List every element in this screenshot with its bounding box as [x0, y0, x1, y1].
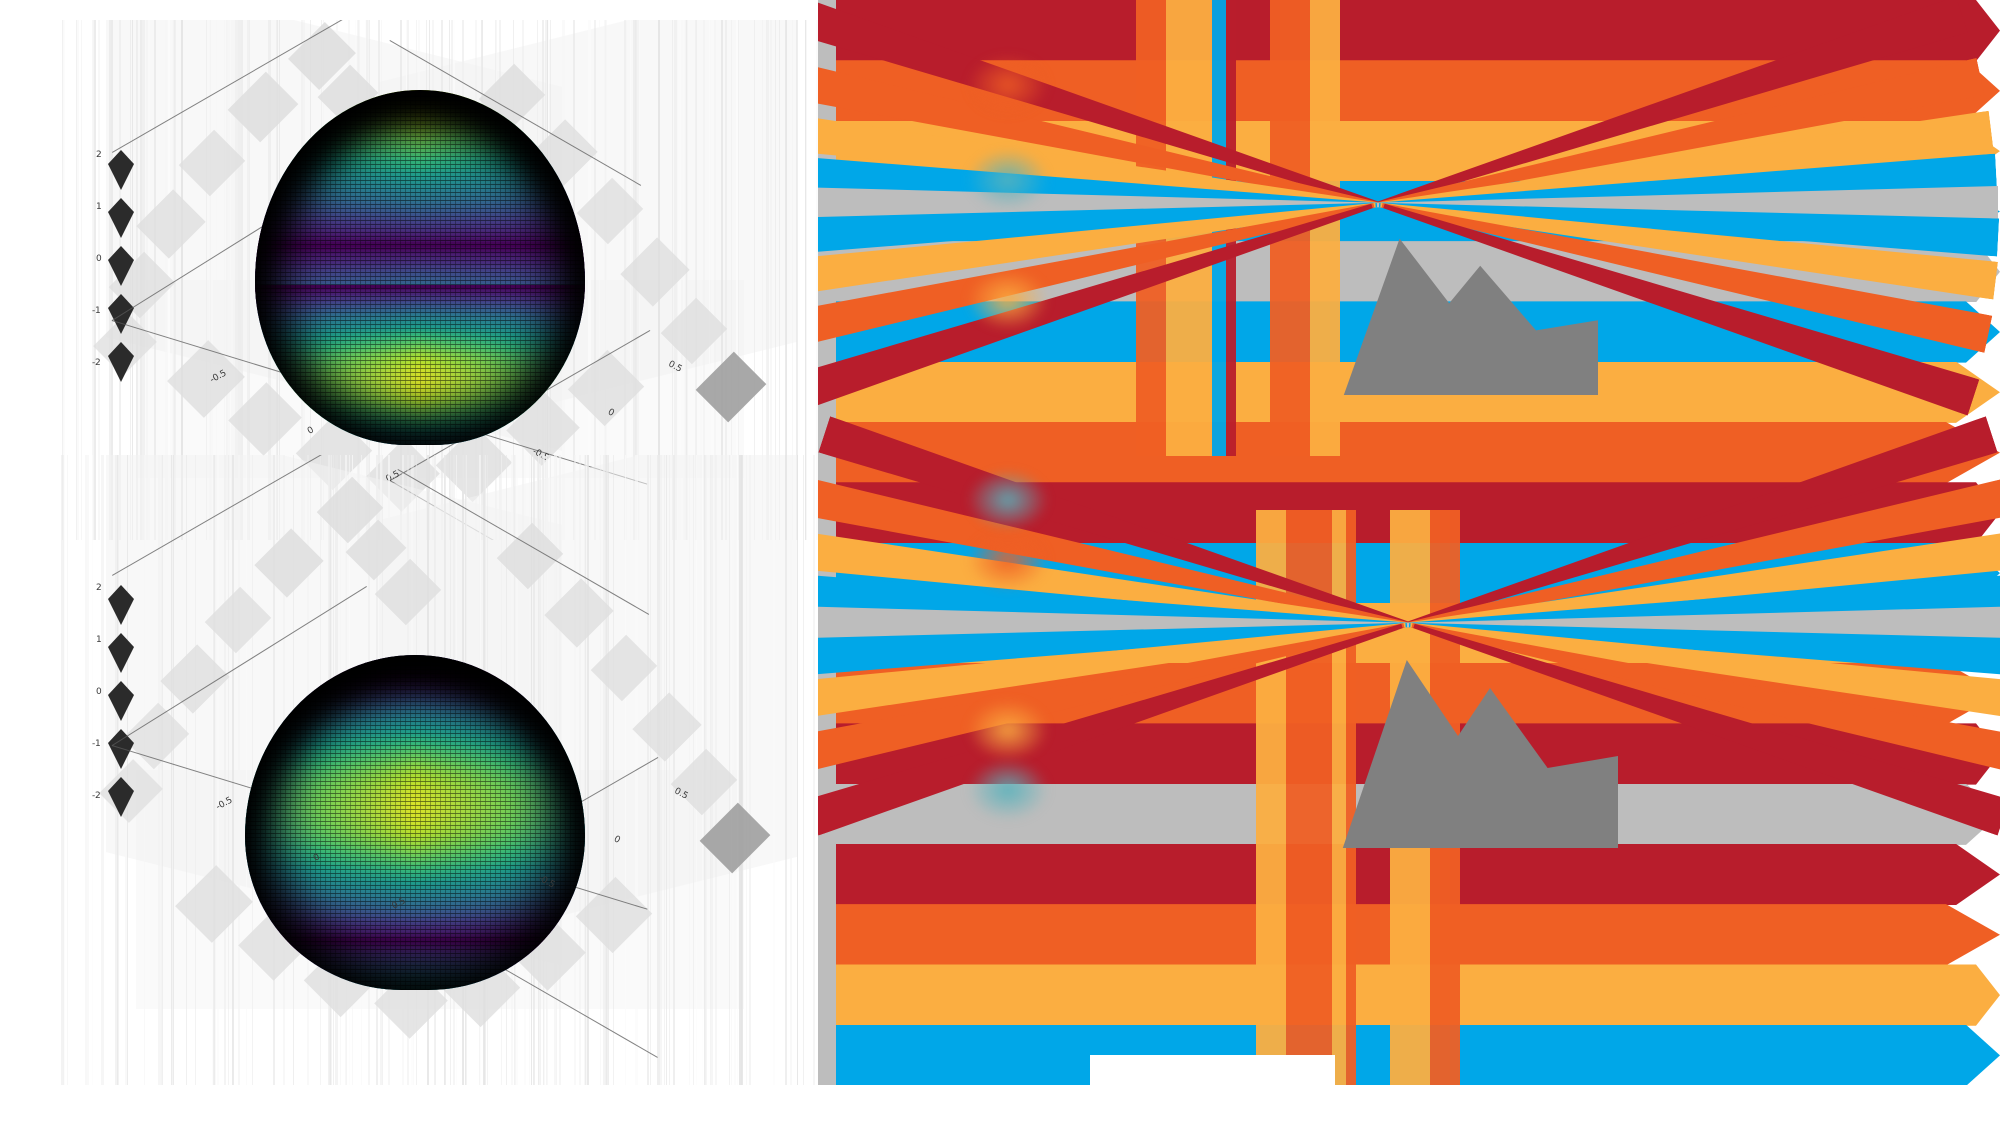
glitch-streak [224, 455, 226, 1085]
surface-mesh [245, 655, 585, 990]
glitch-column [1346, 510, 1356, 1085]
glitch-streak [790, 455, 792, 1085]
glitch-streak [813, 455, 815, 1085]
blend-artifact [968, 700, 1048, 760]
glitch-streak [785, 455, 787, 1085]
glitch-streak [660, 455, 662, 1085]
axis-tick-label: 0 [96, 254, 102, 264]
glitch-streak [102, 455, 103, 1085]
axis-tick-label: 2 [96, 150, 102, 160]
raster-truncation [1090, 1055, 1335, 1085]
axis-tick-label: -1 [92, 306, 101, 316]
glitch-streak [650, 455, 652, 1085]
glitch-streak [737, 455, 738, 1085]
glitch-streak [803, 455, 804, 1085]
blend-artifact [968, 150, 1048, 210]
glitch-streak [217, 455, 220, 1085]
glitch-streak [92, 455, 94, 1085]
blend-artifact [968, 55, 1048, 115]
axis-tick-label: 1 [96, 202, 102, 212]
axis-tick-label: -2 [92, 791, 101, 801]
axis-tick-label: 1 [96, 635, 102, 645]
glitch-streak [61, 455, 64, 1085]
glitch-streak [587, 455, 589, 1085]
blend-artifact [968, 270, 1048, 330]
panel-colour-bands[interactable] [818, 0, 2000, 1085]
glitch-streak [729, 455, 730, 1085]
glitch-streak [228, 455, 229, 1085]
panel-3d-surfaces: 210-1-2-0.500.5-0.500.5 210-1-2-0.500.5-… [0, 0, 818, 1125]
surface-mesh [255, 90, 585, 445]
glitch-streak [600, 455, 601, 1085]
glitch-streak [673, 455, 675, 1085]
glitch-streak [613, 455, 614, 1085]
glitch-streak [797, 455, 798, 1085]
blend-artifact [968, 760, 1048, 820]
axis-tick-label: 2 [96, 583, 102, 593]
axis-tick-label: -2 [92, 358, 101, 368]
glitch-streak [215, 455, 216, 1085]
glitch-streak [625, 455, 626, 1085]
glitch-streak [746, 455, 748, 1085]
glitch-streak [734, 455, 737, 1085]
glitch-streak [238, 455, 239, 1085]
glitch-streak [232, 455, 234, 1085]
glitch-streak [186, 455, 187, 1085]
glitch-streak [67, 455, 68, 1085]
axis-tick-label: 0 [96, 687, 102, 697]
glitch-streak [160, 455, 163, 1085]
glitch-streak [118, 455, 119, 1085]
blend-artifact [968, 470, 1048, 530]
glitch-streak [669, 455, 670, 1085]
glitch-streak [749, 455, 751, 1085]
glitch-streak [741, 455, 743, 1085]
glitch-streak [666, 455, 667, 1085]
glitch-streak [603, 455, 605, 1085]
glitch-streak [647, 455, 649, 1085]
blend-artifact [968, 530, 1048, 590]
glitch-streak [731, 455, 732, 1085]
axis-tick-label: -1 [92, 739, 101, 749]
axes-surface-bottom[interactable]: 210-1-2-0.500.5-0.500.5 [60, 455, 818, 1085]
glitch-streak [773, 455, 775, 1085]
glitch-streak [87, 455, 89, 1085]
glitch-streak [608, 455, 609, 1085]
